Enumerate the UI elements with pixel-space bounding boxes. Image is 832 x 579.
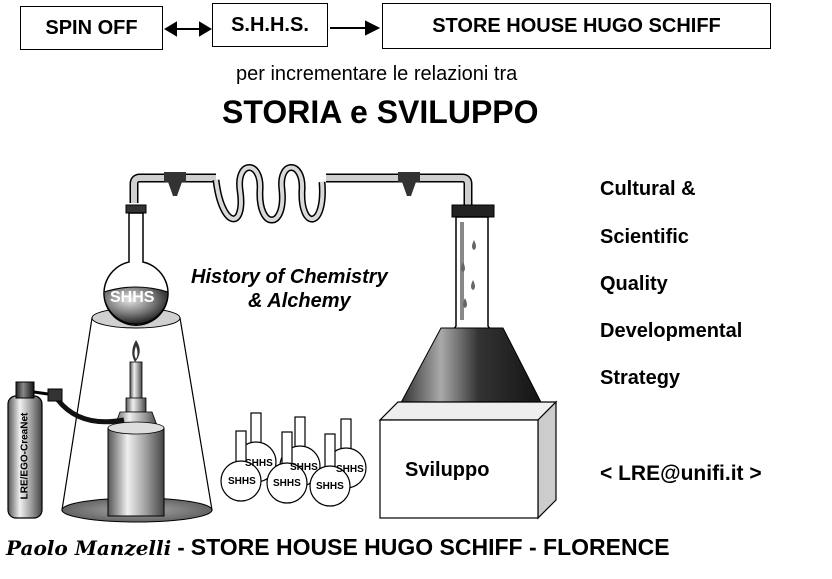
right-item-cultural: Cultural & <box>600 178 696 200</box>
small-flask-label-5: SHHS <box>290 462 318 473</box>
bunsen-burner <box>107 340 165 517</box>
footer-org: STORE HOUSE HUGO SCHIFF - FLORENCE <box>190 534 670 560</box>
small-flask-label-4: SHHS <box>245 458 273 469</box>
small-flasks <box>220 412 367 507</box>
sviluppo-box <box>378 400 558 520</box>
spin-off-box: SPIN OFF <box>20 6 163 50</box>
erlenmeyer-flask <box>394 204 548 413</box>
footer-separator: - <box>171 535 191 560</box>
small-flask-label-2: SHHS <box>273 478 301 489</box>
footer: Paolo Manzelli - STORE HOUSE HUGO SCHIFF… <box>6 534 670 561</box>
right-arrow <box>330 20 381 36</box>
shhs-box: S.H.H.S. <box>212 3 328 47</box>
right-item-quality: Quality <box>600 273 668 295</box>
small-flask-label-1: SHHS <box>228 476 256 487</box>
email-link[interactable]: < LRE@unifi.it > <box>600 462 762 485</box>
subtitle: per incrementare le relazioni tra <box>236 63 518 85</box>
footer-author: Paolo Manzelli <box>6 536 172 560</box>
center-label-1: History of Chemistry <box>191 266 388 288</box>
connecting-tube <box>129 173 473 206</box>
cylinder-label: LRE/EGO-CreaNet <box>19 412 31 500</box>
center-label-2: & Alchemy <box>248 290 351 312</box>
gas-cylinder <box>7 381 63 519</box>
round-flask <box>103 204 169 326</box>
store-house-box: STORE HOUSE HUGO SCHIFF <box>382 3 771 49</box>
small-flask-label-6: SHHS <box>336 464 364 475</box>
right-item-developmental: Developmental <box>600 320 743 342</box>
flask-label: SHHS <box>110 289 155 306</box>
box-label: Sviluppo <box>405 459 490 481</box>
double-arrow <box>164 21 212 37</box>
stopcock-right <box>398 172 420 196</box>
stopcock-left <box>164 172 186 196</box>
main-title: STORIA e SVILUPPO <box>222 94 539 130</box>
gas-hose <box>56 398 125 425</box>
right-item-strategy: Strategy <box>600 367 681 389</box>
right-item-scientific: Scientific <box>600 226 689 248</box>
small-flask-label-3: SHHS <box>316 481 344 492</box>
